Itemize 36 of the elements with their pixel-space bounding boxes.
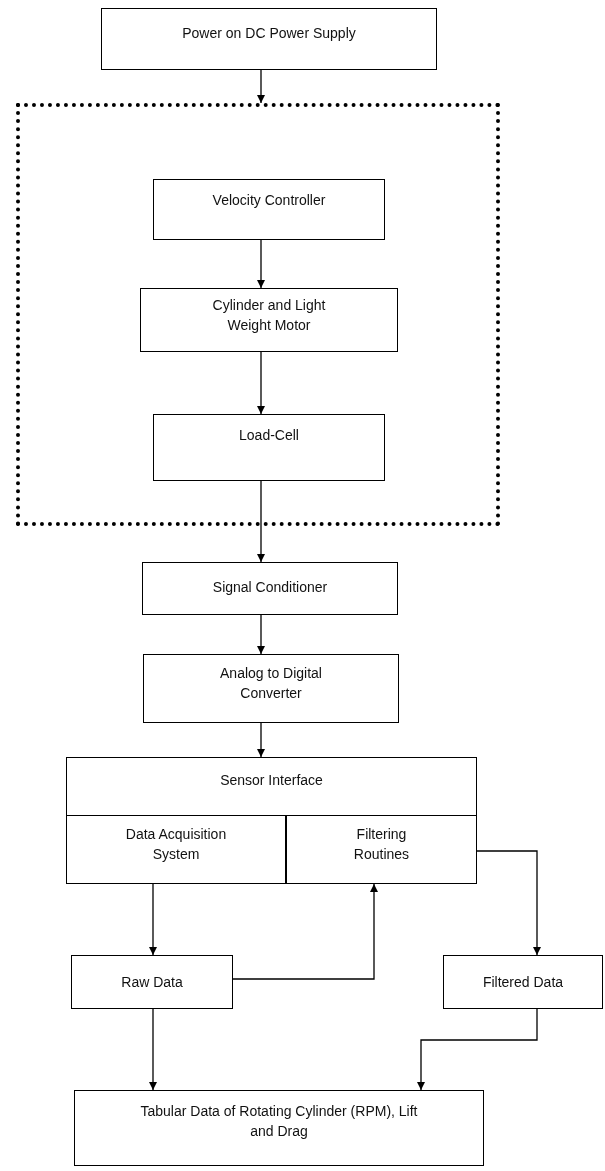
- process-box: [140, 288, 398, 352]
- arrow: [257, 69, 265, 104]
- arrow: [149, 1008, 157, 1091]
- arrow: [149, 883, 157, 956]
- process-box: [101, 8, 437, 70]
- arrow: [257, 351, 265, 415]
- process-box: [286, 815, 477, 884]
- node-label: Filtered Data: [482, 973, 564, 992]
- process-box: [66, 757, 477, 884]
- process-box: [142, 562, 398, 615]
- node-label: Tabular Data of Rotating Cylinder (RPM), Lift and Drag: [139, 1102, 419, 1141]
- node-label: Raw Data: [121, 973, 183, 992]
- node-label: Analog to Digital Converter: [219, 664, 323, 703]
- node-label: Data Acquisition System: [124, 825, 228, 864]
- node-label: Power on DC Power Supply: [182, 24, 356, 43]
- process-box: [443, 955, 603, 1009]
- node-label: Signal Conditioner: [212, 578, 328, 597]
- arrow: [417, 1008, 538, 1091]
- arrow: [257, 614, 265, 655]
- arrow: [257, 239, 265, 289]
- arrow: [476, 850, 541, 956]
- node-label: Cylinder and Light Weight Motor: [211, 296, 327, 335]
- process-box: [143, 654, 399, 723]
- dotted-boundary-box: [16, 103, 500, 526]
- node-label: Load-Cell: [239, 426, 299, 445]
- node-label: Filtering Routines: [352, 825, 411, 864]
- node-label: Sensor Interface: [220, 771, 323, 790]
- process-box: [74, 1090, 484, 1166]
- process-box: [153, 179, 385, 240]
- arrow: [257, 722, 265, 758]
- process-box: [66, 815, 286, 884]
- arrow: [257, 480, 265, 563]
- process-box: [153, 414, 385, 481]
- node-label: Velocity Controller: [212, 191, 326, 210]
- arrow: [232, 883, 378, 980]
- process-box: [71, 955, 233, 1009]
